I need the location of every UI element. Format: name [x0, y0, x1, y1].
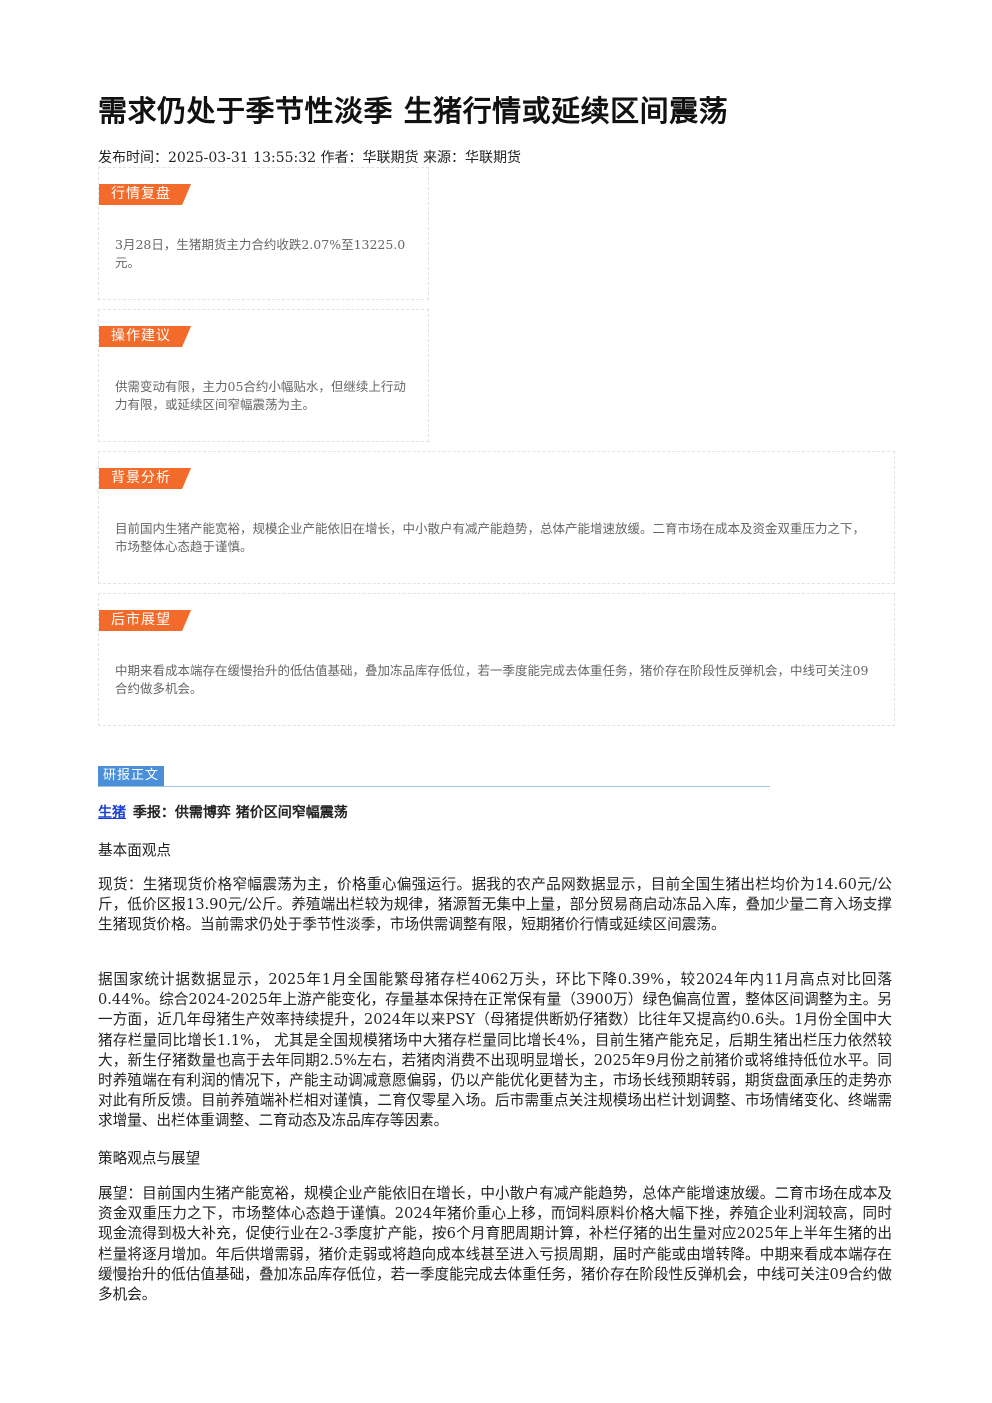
operation-advice-text: 供需变动有限，主力05合约小幅贴水，但继续上行动力有限，或延续区间窄幅震荡为主。: [115, 379, 406, 412]
tag-outlook: 后市展望: [99, 610, 191, 631]
summary-box-background: 背景分析 目前国内生猪产能宽裕，规模企业产能依旧在增长，中小散户有减产能趋势，总…: [98, 451, 895, 584]
tag-background: 背景分析: [99, 468, 191, 489]
background-text: 目前国内生猪产能宽裕，规模企业产能依旧在增长，中小散户有减产能趋势，总体产能增速…: [115, 521, 866, 554]
statistics-paragraph: 据国家统计据数据显示，2025年1月全国能繁母猪存栏4062万头，环比下降0.3…: [98, 971, 892, 1130]
summary-box-outlook: 后市展望 中期来看成本端存在缓慢抬升的低估值基础，叠加冻品库存低位，若一季度能完…: [98, 593, 895, 726]
outlook-text: 中期来看成本端存在缓慢抬升的低估值基础，叠加冻品库存低位，若一季度能完成去体重任…: [115, 663, 869, 696]
fundamentals-heading: 基本面观点: [98, 842, 171, 859]
report-section-label: 研报正文: [98, 766, 165, 786]
market-review-text: 3月28日，生猪期货主力合约收跌2.07%至13225.0元。: [115, 237, 406, 270]
tag-market-review: 行情复盘: [99, 184, 191, 205]
report-subtitle: 生猪 季报：供需博弈 猪价区间窄幅震荡: [98, 802, 348, 822]
tag-operation-advice: 操作建议: [99, 326, 191, 347]
article-meta: 发布时间：2025-03-31 13:55:32 作者：华联期货 来源：华联期货: [98, 150, 521, 166]
spot-paragraph: 现货：生猪现货价格窄幅震荡为主，价格重心偏强运行。据我的农产品网数据显示，目前全…: [98, 876, 892, 934]
strategy-heading: 策略观点与展望: [98, 1150, 201, 1167]
article-title: 需求仍处于季节性淡季 生猪行情或延续区间震荡: [98, 94, 729, 128]
report-subtitle-text: 季报：供需博弈 猪价区间窄幅震荡: [132, 805, 348, 821]
hog-link[interactable]: 生猪: [98, 805, 126, 821]
summary-box-operation-advice: 操作建议 供需变动有限，主力05合约小幅贴水，但继续上行动力有限，或延续区间窄幅…: [98, 309, 429, 442]
outlook-paragraph: 展望：目前国内生猪产能宽裕，规模企业产能依旧在增长，中小散户有减产能趋势，总体产…: [98, 1185, 892, 1304]
report-section-header: 研报正文: [98, 766, 770, 787]
summary-box-market-review: 行情复盘 3月28日，生猪期货主力合约收跌2.07%至13225.0元。: [98, 167, 429, 300]
